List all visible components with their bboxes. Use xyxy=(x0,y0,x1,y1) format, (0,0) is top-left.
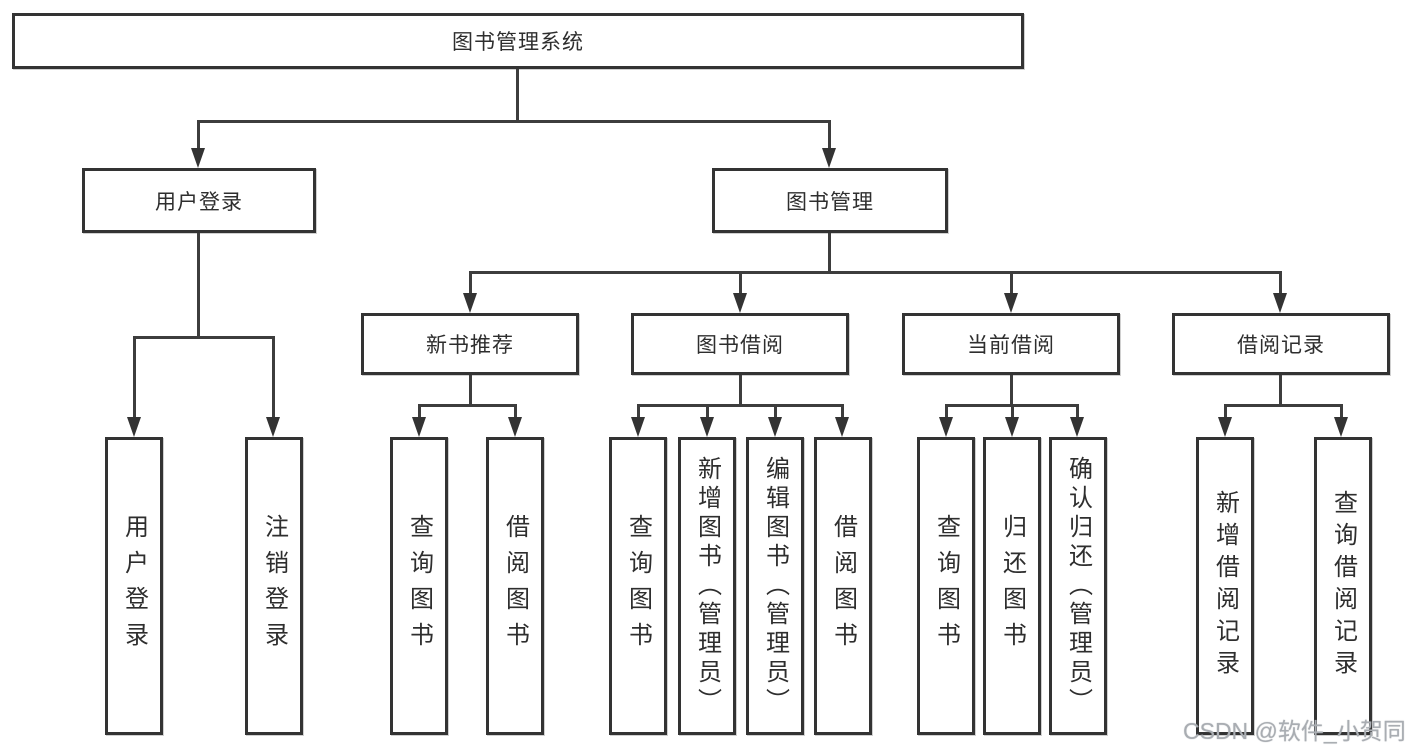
arrow-down-icon xyxy=(939,404,953,437)
line-segment xyxy=(637,404,844,407)
node-label: 当前借阅 xyxy=(967,334,1055,357)
arrow-down-icon xyxy=(631,404,645,437)
arrow-down-icon xyxy=(1218,404,1232,437)
line-segment xyxy=(1010,375,1013,407)
arrow-down-icon xyxy=(700,404,714,437)
line-segment xyxy=(469,375,472,407)
node-label: 图书管理 xyxy=(786,190,874,214)
node-label: 注销登录 xyxy=(260,514,288,658)
node-borrow-records: 借阅记录 xyxy=(1172,313,1390,375)
line-segment xyxy=(828,233,831,274)
arrow-down-icon xyxy=(1005,404,1019,437)
node-book-borrow: 图书借阅 xyxy=(631,313,849,375)
line-segment xyxy=(197,120,831,123)
node-user-login: 用户登录 xyxy=(82,168,316,233)
arrow-down-icon xyxy=(127,336,141,437)
arrow-down-icon xyxy=(191,120,205,168)
node-label: 借阅记录 xyxy=(1237,334,1325,357)
node-current-borrow: 当前借阅 xyxy=(902,313,1120,375)
node-label: 用户登录 xyxy=(120,514,148,658)
arrow-down-icon xyxy=(768,404,782,437)
line-segment xyxy=(133,336,275,339)
csdn-watermark: CSDN @软件_小贺同学 xyxy=(1183,718,1405,744)
node-new-book-recommend: 新书推荐 xyxy=(361,313,579,375)
line-segment xyxy=(418,404,517,407)
node-label: 用户登录 xyxy=(155,190,243,214)
line-segment xyxy=(469,271,1281,274)
arrow-down-icon xyxy=(1334,404,1348,437)
line-segment xyxy=(739,375,742,407)
arrow-down-icon xyxy=(1273,271,1287,313)
arrow-down-icon xyxy=(835,404,849,437)
leaf-query-borrow-record: 查询借阅记录 xyxy=(1314,437,1372,735)
leaf-add-books-admin: 新增图书（管理员） xyxy=(678,437,736,735)
arrow-down-icon xyxy=(412,404,426,437)
node-label: 归还图书 xyxy=(998,514,1026,658)
node-label: 编辑图书（管理员） xyxy=(761,455,789,717)
node-root-library-system: 图书管理系统 xyxy=(12,13,1024,69)
node-label: 查询图书 xyxy=(405,514,433,658)
arrow-down-icon xyxy=(733,271,747,313)
node-label: 借阅图书 xyxy=(501,514,529,658)
leaf-borrow-books: 借阅图书 xyxy=(486,437,544,735)
node-label: 图书管理系统 xyxy=(452,31,584,54)
leaf-user-login: 用户登录 xyxy=(105,437,163,735)
node-label: 查询图书 xyxy=(624,514,652,658)
line-segment xyxy=(197,233,200,339)
leaf-query-books: 查询图书 xyxy=(390,437,448,735)
line-segment xyxy=(1279,375,1282,407)
node-label: 借阅图书 xyxy=(829,514,857,658)
arrow-down-icon xyxy=(822,120,836,168)
node-book-management: 图书管理 xyxy=(712,168,948,233)
node-label: 查询图书 xyxy=(932,514,960,658)
node-label: 新增图书（管理员） xyxy=(693,455,721,717)
line-segment xyxy=(516,69,519,122)
node-label: 图书借阅 xyxy=(696,334,784,357)
node-label: 新书推荐 xyxy=(426,334,514,357)
leaf-logout: 注销登录 xyxy=(245,437,303,735)
arrow-down-icon xyxy=(266,336,280,437)
leaf-borrow-books: 借阅图书 xyxy=(814,437,872,735)
arrow-down-icon xyxy=(1004,271,1018,313)
node-label: 确认归还（管理员） xyxy=(1064,455,1092,717)
line-segment xyxy=(1224,404,1343,407)
leaf-query-books: 查询图书 xyxy=(917,437,975,735)
leaf-confirm-return-admin: 确认归还（管理员） xyxy=(1049,437,1107,735)
leaf-add-borrow-record: 新增借阅记录 xyxy=(1196,437,1254,735)
leaf-query-books: 查询图书 xyxy=(609,437,667,735)
leaf-edit-books-admin: 编辑图书（管理员） xyxy=(746,437,804,735)
node-label: 查询借阅记录 xyxy=(1329,490,1357,682)
arrow-down-icon xyxy=(1070,404,1084,437)
leaf-return-books: 归还图书 xyxy=(983,437,1041,735)
arrow-down-icon xyxy=(463,271,477,313)
node-label: 新增借阅记录 xyxy=(1211,490,1239,682)
arrow-down-icon xyxy=(508,404,522,437)
